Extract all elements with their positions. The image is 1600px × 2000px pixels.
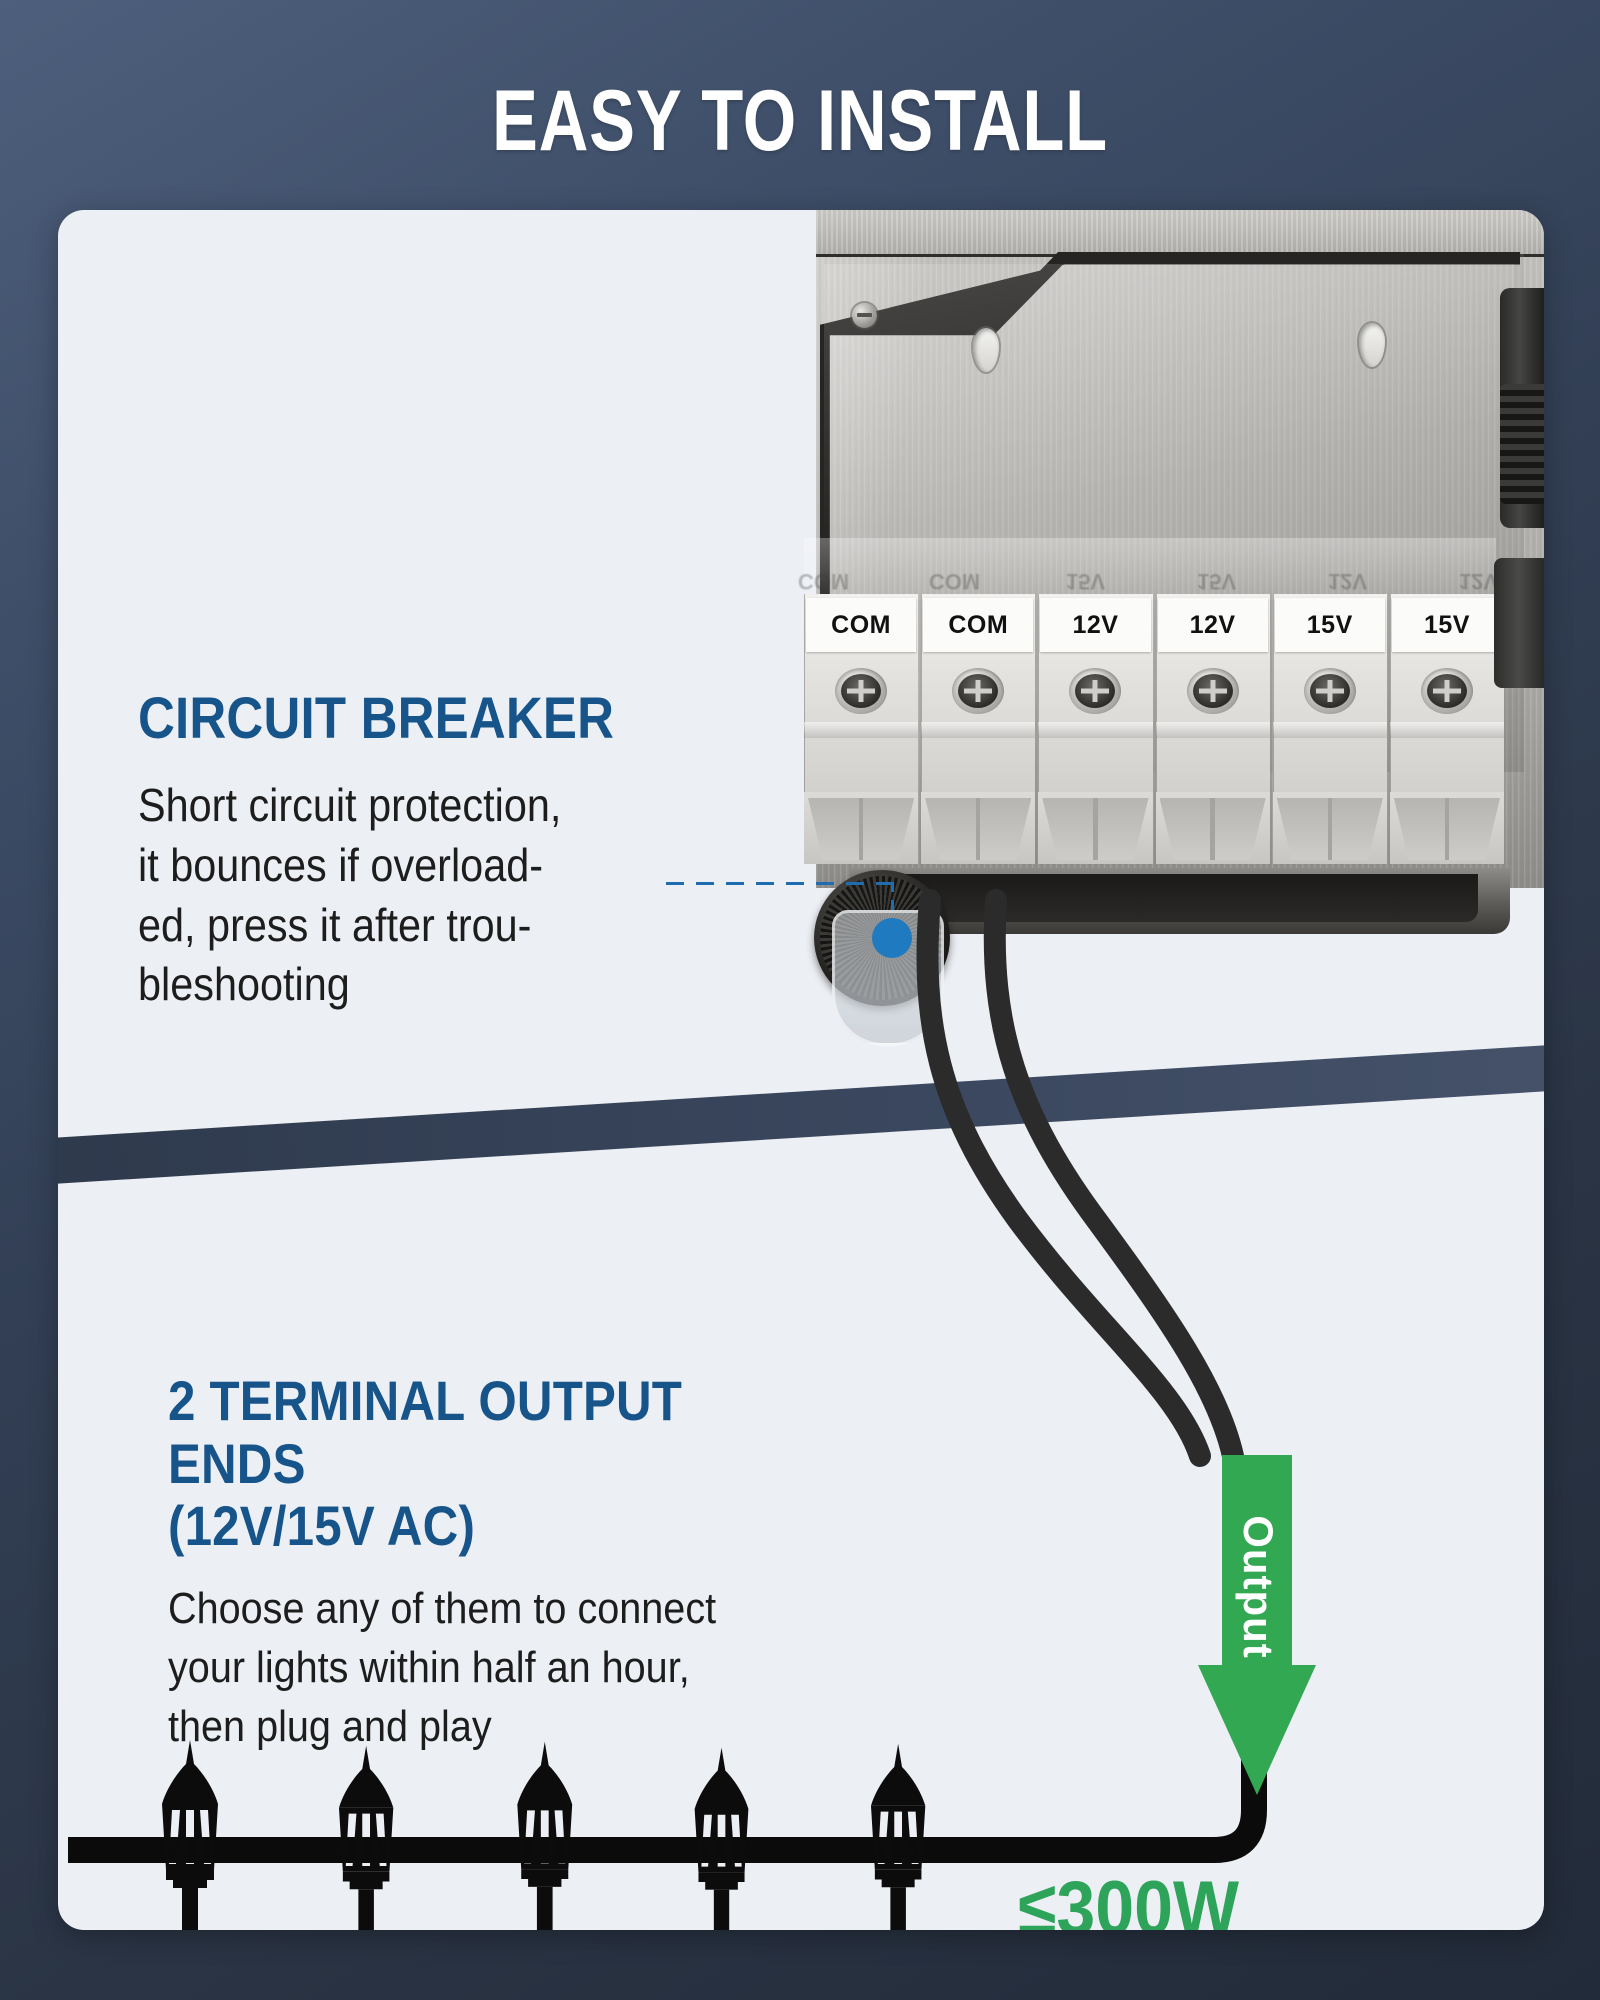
terminal-ridge	[1038, 722, 1153, 738]
cable-gland-lower-icon	[1494, 558, 1544, 688]
terminal-ridge	[1389, 722, 1505, 738]
terminal-screw-icon	[1186, 668, 1239, 714]
output-ends-body: Choose any of them to connect your lights…	[168, 1580, 798, 1757]
body-line: Choose any of them to connect	[168, 1584, 717, 1634]
callout-marker-dot	[872, 918, 912, 958]
body-line: then plug and play	[168, 1702, 492, 1752]
body-line: bleshooting	[138, 958, 350, 1011]
terminal-screw-icon	[1420, 668, 1473, 714]
terminal-wire-opening	[808, 798, 915, 860]
terminal-wire-opening	[925, 798, 1032, 860]
arrow-shaft	[1222, 1455, 1292, 1673]
terminal-wire-opening	[1393, 798, 1501, 860]
terminal-screw-icon	[1303, 668, 1356, 714]
page-title: EASY TO INSTALL	[492, 73, 1108, 169]
terminal-block: 12V	[1155, 594, 1270, 864]
body-line: it bounces if overload-	[138, 838, 544, 891]
terminal-wire-opening	[1042, 798, 1149, 860]
output-arrow-label: Output	[1235, 1515, 1282, 1659]
section-divider	[58, 1039, 1544, 1186]
wattage-badge: ≤300W	[1018, 1866, 1240, 1930]
terminal-label: 15V	[1274, 598, 1385, 652]
output-arrow: Output	[1198, 1455, 1316, 1795]
terminal-screw-icon	[1069, 668, 1122, 714]
terminal-block-strip: COM COM 12V 12V	[804, 594, 1505, 864]
lamp-post	[517, 1741, 573, 1930]
enclosure-cavity	[878, 874, 1478, 922]
terminal-ridge	[921, 722, 1036, 738]
terminal-block: COM	[921, 594, 1036, 864]
label-reflection-band	[804, 538, 1496, 600]
callout-circuit-breaker: CIRCUIT BREAKER Short circuit protection…	[138, 690, 698, 1015]
terminal-screw-icon	[835, 668, 888, 714]
lamp-post-row	[162, 1740, 926, 1930]
terminal-block: 15V	[1389, 594, 1505, 864]
cable-gland-icon	[1500, 288, 1544, 528]
heading-line: (12V/15V AC)	[168, 1494, 476, 1558]
terminal-block: 12V	[1038, 594, 1153, 864]
terminal-ridge	[1155, 722, 1270, 738]
product-photo: COM COM 15V 15V 12V 12V COM COM	[758, 210, 1544, 984]
body-line: ed, press it after trou-	[138, 898, 532, 951]
terminal-ridge	[1272, 722, 1387, 738]
terminal-label: 12V	[1040, 598, 1151, 652]
enclosure-lid	[816, 210, 1544, 257]
terminal-label: COM	[923, 598, 1034, 652]
mounting-keyhole-right	[1359, 323, 1385, 367]
terminal-block: 15V	[1272, 594, 1387, 864]
terminal-screw-icon	[952, 668, 1005, 714]
terminal-ridge	[804, 722, 919, 738]
terminal-wire-opening	[1276, 798, 1383, 860]
mounting-keyhole-left	[973, 328, 999, 372]
lamp-post	[162, 1740, 218, 1930]
info-card: COM COM 15V 15V 12V 12V COM COM	[58, 210, 1544, 1930]
callout-leader-drop	[891, 882, 894, 932]
terminal-label: 15V	[1391, 598, 1503, 652]
output-ends-heading: 2 TERMINAL OUTPUT ENDS(12V/15V AC)	[168, 1369, 784, 1558]
body-line: your lights within half an hour,	[168, 1643, 690, 1693]
lamp-post	[870, 1743, 926, 1930]
lamp-post	[338, 1745, 394, 1930]
circuit-breaker-body: Short circuit protection, it bounces if o…	[138, 776, 642, 1015]
terminal-block: COM	[804, 594, 919, 864]
heading-line: 2 TERMINAL OUTPUT ENDS	[168, 1369, 683, 1495]
terminal-label: COM	[806, 598, 917, 652]
terminal-label: 12V	[1157, 598, 1268, 652]
callout-output-ends: 2 TERMINAL OUTPUT ENDS(12V/15V AC) Choos…	[168, 1369, 868, 1757]
circuit-breaker-heading: CIRCUIT BREAKER	[138, 686, 615, 751]
body-line: Short circuit protection,	[138, 779, 562, 831]
lamp-post	[694, 1747, 749, 1930]
panel-screw-icon	[852, 303, 877, 328]
terminal-wire-opening	[1159, 798, 1266, 860]
callout-leader-line	[666, 882, 894, 885]
